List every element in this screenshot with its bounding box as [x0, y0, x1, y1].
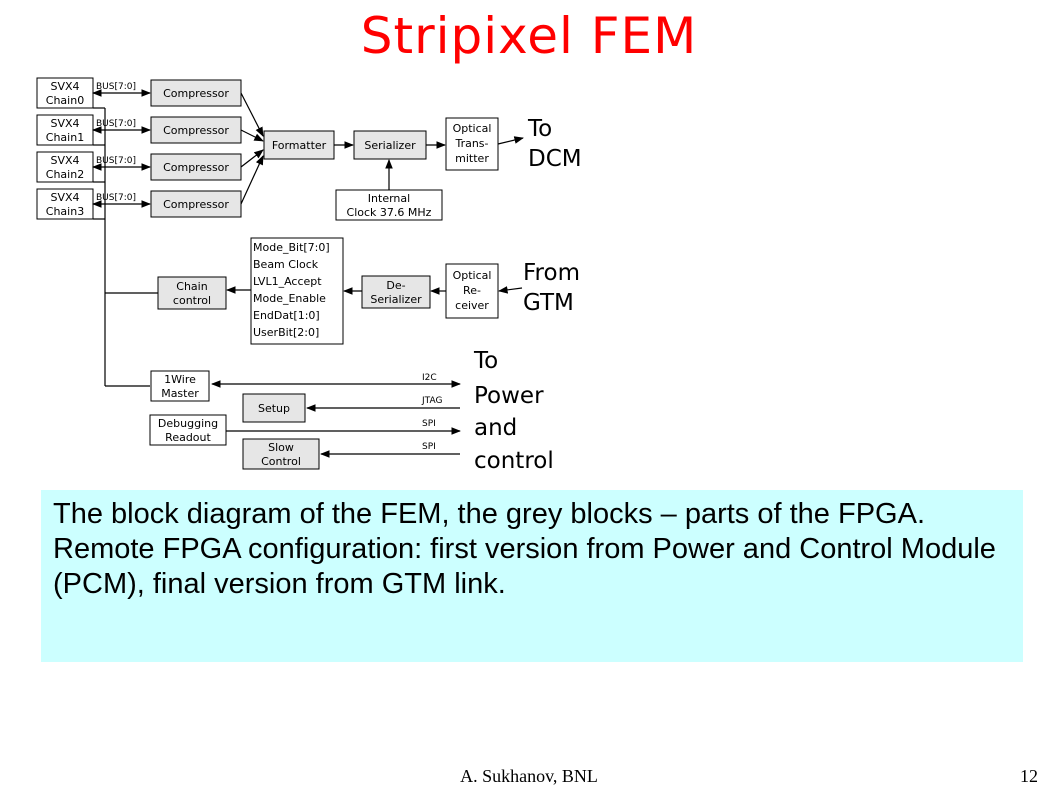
optical-receiver-block: Optical Re- ceiver: [445, 263, 499, 319]
description-paragraph-2: Remote FPGA configuration: first version…: [53, 533, 996, 600]
svg-text:SVX4: SVX4: [50, 154, 79, 167]
page-number: 12: [1020, 766, 1038, 786]
svg-text:mitter: mitter: [455, 152, 489, 165]
svg-text:LVL1_Accept: LVL1_Accept: [253, 275, 322, 288]
serializer-block: Serializer: [353, 130, 427, 160]
svg-text:SVX4: SVX4: [50, 191, 79, 204]
svg-text:Chain1: Chain1: [46, 131, 84, 144]
svg-text:Compressor: Compressor: [163, 161, 229, 174]
optical-transmitter-block: Optical Trans- mitter: [445, 117, 499, 171]
to-power-line2: Power: [474, 383, 544, 409]
svx4-chain-3: SVX4 Chain3: [36, 188, 94, 220]
svg-text:Compressor: Compressor: [163, 198, 229, 211]
svg-text:Readout: Readout: [165, 431, 211, 444]
svg-text:Serializer: Serializer: [364, 139, 416, 152]
svg-text:SVX4: SVX4: [50, 117, 79, 130]
spi-label-2: SPI: [422, 442, 436, 452]
footer-author: A. Sukhanov, BNL: [460, 766, 598, 786]
svg-text:Optical: Optical: [453, 269, 492, 282]
svg-text:ceiver: ceiver: [455, 299, 489, 312]
compressor-1: Compressor: [150, 116, 242, 144]
svg-text:Optical: Optical: [453, 122, 492, 135]
to-power-line4: control: [474, 448, 554, 474]
svg-text:UserBit[2:0]: UserBit[2:0]: [253, 326, 319, 339]
compressor-0: Compressor: [150, 79, 242, 107]
to-dcm-line1: To: [527, 116, 552, 142]
svg-text:De-: De-: [386, 279, 405, 292]
svg-text:Compressor: Compressor: [163, 87, 229, 100]
block-diagram: SVX4 Chain0 SVX4 Chain1 SVX4 Chain2 SVX4…: [36, 77, 582, 474]
chain-control-block: Chain control: [157, 276, 227, 310]
svg-text:Slow: Slow: [268, 441, 294, 454]
svx4-chain-1: SVX4 Chain1: [36, 114, 94, 146]
slide-title: Stripixel FEM: [360, 7, 698, 65]
debugging-readout-block: Debugging Readout: [149, 414, 227, 446]
jtag-label: JTAG: [421, 396, 442, 406]
svx4-chain-0: SVX4 Chain0: [36, 77, 94, 109]
svg-text:Chain3: Chain3: [46, 205, 84, 218]
svg-text:Compressor: Compressor: [163, 124, 229, 137]
slow-control-block: Slow Control: [242, 438, 320, 470]
bus-label-2: BUS[7:0]: [96, 156, 136, 166]
from-gtm-line2: GTM: [523, 290, 574, 316]
svg-text:Chain0: Chain0: [46, 94, 84, 107]
svg-text:Debugging: Debugging: [158, 417, 218, 430]
svg-text:SVX4: SVX4: [50, 80, 79, 93]
svg-text:Formatter: Formatter: [272, 139, 327, 152]
svg-text:Chain: Chain: [176, 280, 207, 293]
signals-block: Mode_Bit[7:0] Beam Clock LVL1_Accept Mod…: [250, 237, 344, 345]
svg-text:Beam Clock: Beam Clock: [253, 258, 319, 271]
svg-text:Re-: Re-: [463, 284, 481, 297]
svg-text:Chain2: Chain2: [46, 168, 84, 181]
compressor-2: Compressor: [150, 153, 242, 181]
internal-clock-block: Internal Clock 37.6 MHz: [335, 189, 443, 221]
wire-master-block: 1Wire Master: [150, 370, 210, 402]
to-power-line3: and: [474, 415, 517, 441]
svg-text:control: control: [173, 294, 211, 307]
description-box: The block diagram of the FEM, the grey b…: [41, 490, 1023, 662]
svg-text:Setup: Setup: [258, 402, 290, 415]
spi-label-1: SPI: [422, 419, 436, 429]
svx4-chain-2: SVX4 Chain2: [36, 151, 94, 183]
svg-text:Clock 37.6 MHz: Clock 37.6 MHz: [347, 206, 432, 219]
to-dcm-line2: DCM: [528, 146, 582, 172]
svg-text:Mode_Bit[7:0]: Mode_Bit[7:0]: [253, 241, 330, 254]
to-power-line1: To: [473, 348, 498, 374]
svg-text:Master: Master: [161, 387, 199, 400]
svg-text:Serializer: Serializer: [370, 293, 422, 306]
svg-text:EndDat[1:0]: EndDat[1:0]: [253, 309, 320, 322]
bus-label-3: BUS[7:0]: [96, 193, 136, 203]
svg-text:1Wire: 1Wire: [164, 373, 196, 386]
svg-text:Control: Control: [261, 455, 301, 468]
bus-label-0: BUS[7:0]: [96, 82, 136, 92]
compressor-3: Compressor: [150, 190, 242, 218]
svg-text:Trans-: Trans-: [454, 137, 488, 150]
description-paragraph-1: The block diagram of the FEM, the grey b…: [53, 498, 925, 530]
bus-label-1: BUS[7:0]: [96, 119, 136, 129]
deserializer-block: De- Serializer: [361, 275, 431, 309]
svg-text:Internal: Internal: [368, 192, 410, 205]
formatter-block: Formatter: [263, 130, 335, 160]
from-gtm-line1: From: [523, 260, 580, 286]
setup-block: Setup: [242, 393, 306, 423]
svg-text:Mode_Enable: Mode_Enable: [253, 292, 326, 305]
i2c-label: I2C: [422, 373, 437, 383]
